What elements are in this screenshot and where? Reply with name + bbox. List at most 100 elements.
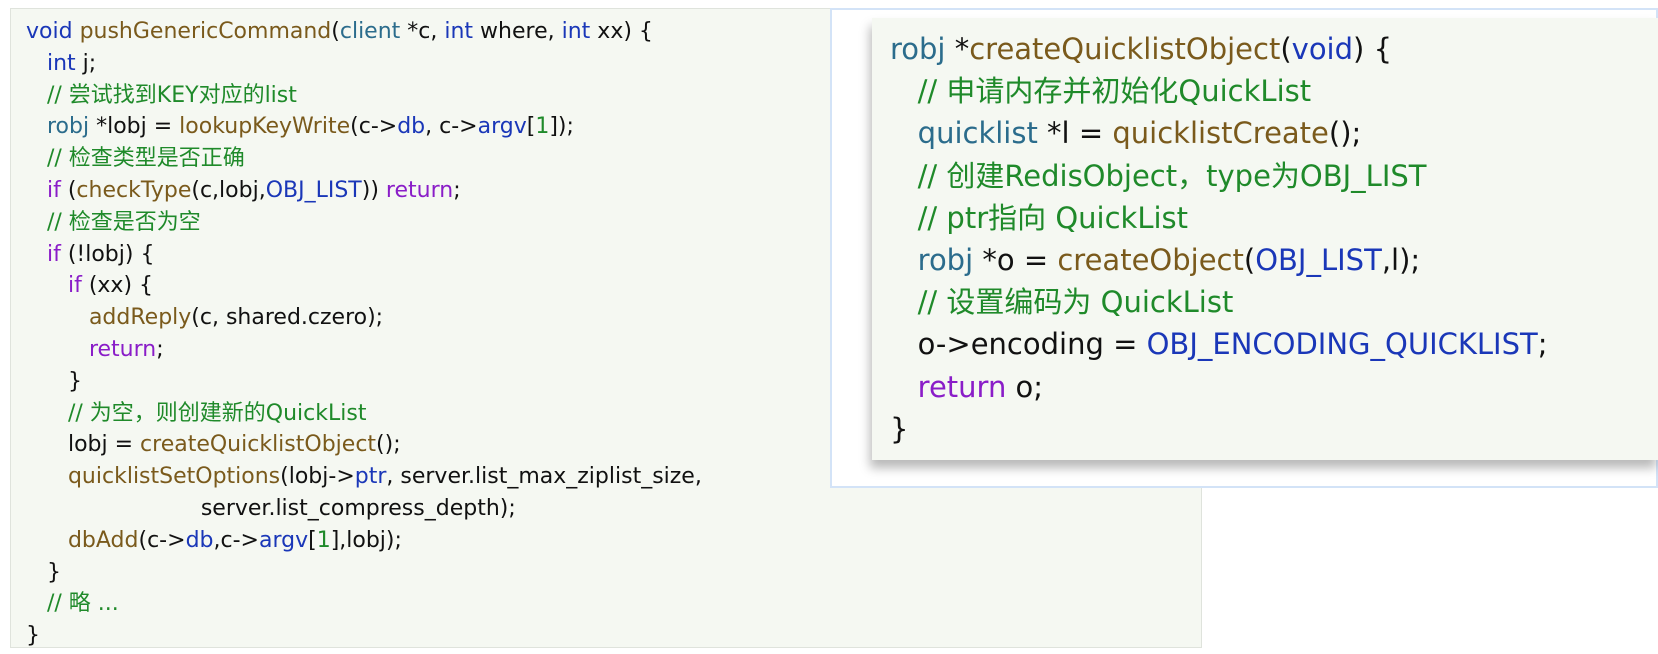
code-line: server.list_compress_depth);	[26, 493, 702, 525]
code-token: , server.list_max_ziplist_size,	[386, 464, 702, 490]
code-token: }	[26, 623, 40, 649]
code-token: ptr	[354, 464, 387, 490]
code-token: // 为空，则创建新的QuickList	[67, 400, 367, 426]
code-token: // 申请内存并初始化QuickList	[917, 74, 1312, 109]
code-line: addReply(c, shared.czero);	[26, 302, 702, 334]
code-token	[890, 74, 918, 108]
code-token: quicklistCreate	[1112, 116, 1329, 151]
code-token: o;	[1006, 369, 1044, 404]
code-line: int j;	[26, 48, 702, 80]
code-token: *l =	[1037, 116, 1113, 151]
right-code-panel	[872, 18, 1658, 460]
code-token: }	[26, 559, 61, 585]
code-token: (c->	[138, 527, 186, 553]
code-token: o->encoding =	[890, 327, 1147, 362]
code-token: quicklistSetOptions	[67, 464, 281, 490]
code-token: // 尝试找到KEY对应的list	[46, 82, 297, 108]
code-line: lobj = createQuicklistObject();	[26, 429, 702, 461]
code-token: ,l);	[1381, 243, 1421, 278]
code-token: (c, shared.czero);	[191, 305, 384, 331]
code-token: // 设置编码为 QuickList	[917, 285, 1234, 320]
code-line: // 创建RedisObject，type为OBJ_LIST	[890, 155, 1548, 197]
code-token	[73, 19, 80, 44]
code-line: return;	[26, 334, 702, 366]
code-token: int	[444, 19, 474, 44]
code-token: *lobj =	[89, 114, 180, 140]
code-line: robj *lobj = lookupKeyWrite(c->db, c->ar…	[26, 111, 702, 143]
code-token: ],lobj);	[330, 527, 402, 553]
code-line: o->encoding = OBJ_ENCODING_QUICKLIST;	[890, 323, 1548, 365]
push-generic-command-code: void pushGenericCommand(client *c, int w…	[26, 16, 702, 652]
code-token	[26, 114, 47, 139]
code-token: ;	[453, 177, 461, 203]
code-line: if (!lobj) {	[26, 239, 702, 271]
code-line: return o;	[890, 366, 1548, 408]
code-token: ))	[361, 177, 386, 203]
code-token	[26, 242, 47, 267]
code-token: [	[526, 114, 536, 140]
code-token: , c->	[425, 114, 478, 140]
code-token: dbAdd	[67, 527, 139, 553]
code-token: // 检查类型是否正确	[46, 146, 245, 172]
code-token: ();	[1328, 116, 1362, 151]
code-line: // 略 ...	[26, 588, 702, 620]
code-line: dbAdd(c->db,c->argv[1],lobj);	[26, 525, 702, 557]
code-line: // 检查是否为空	[26, 207, 702, 239]
code-token: OBJ_LIST	[265, 177, 362, 203]
code-token	[26, 464, 68, 489]
code-line: }	[890, 408, 1548, 450]
code-token	[26, 273, 68, 298]
code-token: ,c->	[213, 527, 259, 553]
code-token: robj	[46, 114, 90, 140]
code-token: ]);	[549, 114, 574, 140]
code-token: ;	[156, 336, 164, 362]
code-token: int	[561, 19, 591, 44]
code-token: if	[46, 241, 61, 267]
code-token: (	[1243, 243, 1256, 278]
code-token: return	[917, 369, 1007, 404]
code-token: ) {	[1353, 32, 1393, 66]
code-token: *	[945, 32, 970, 66]
code-token: // ptr指向 QuickList	[917, 200, 1189, 235]
code-line: }	[26, 366, 702, 398]
code-token: 1	[316, 527, 331, 553]
code-token: argv	[258, 527, 309, 553]
code-token: db	[185, 527, 214, 553]
code-token	[890, 116, 918, 150]
code-token: client	[339, 19, 401, 44]
code-line: // 为空，则创建新的QuickList	[26, 398, 702, 430]
code-token: // 创建RedisObject，type为OBJ_LIST	[917, 158, 1427, 193]
code-token	[890, 201, 918, 235]
code-token: where,	[473, 19, 562, 44]
code-token: *c,	[400, 19, 445, 44]
code-token: if	[46, 177, 61, 203]
code-token	[26, 337, 89, 362]
code-token: createQuicklistObject	[969, 32, 1281, 66]
code-token	[890, 370, 918, 404]
code-token: (	[1280, 32, 1292, 66]
code-token: ;	[1537, 327, 1548, 362]
code-token: server.list_compress_depth);	[26, 495, 516, 521]
code-line: }	[26, 620, 702, 652]
code-token: if	[67, 273, 82, 299]
code-token: *o =	[973, 243, 1058, 278]
code-token: (xx) {	[81, 273, 154, 299]
code-line: // 设置编码为 QuickList	[890, 281, 1548, 323]
code-line: if (checkType(c,lobj,OBJ_LIST)) return;	[26, 175, 702, 207]
code-token: (!lobj) {	[60, 241, 155, 267]
code-token: createObject	[1057, 243, 1244, 278]
code-line: if (xx) {	[26, 270, 702, 302]
code-token	[26, 528, 68, 553]
code-token	[890, 159, 918, 193]
code-token: lobj =	[26, 432, 141, 458]
code-token: (c,lobj,	[191, 177, 266, 203]
code-token: argv	[477, 114, 527, 140]
code-token: OBJ_ENCODING_QUICKLIST	[1146, 327, 1538, 362]
create-quicklist-object-code: robj *createQuicklistObject(void) { // 申…	[890, 28, 1548, 450]
code-token	[890, 285, 918, 319]
code-token: createQuicklistObject	[140, 432, 377, 458]
code-token: (c->	[350, 114, 398, 140]
code-token	[26, 146, 47, 171]
code-token: j;	[75, 50, 97, 76]
code-token: }	[890, 411, 909, 446]
